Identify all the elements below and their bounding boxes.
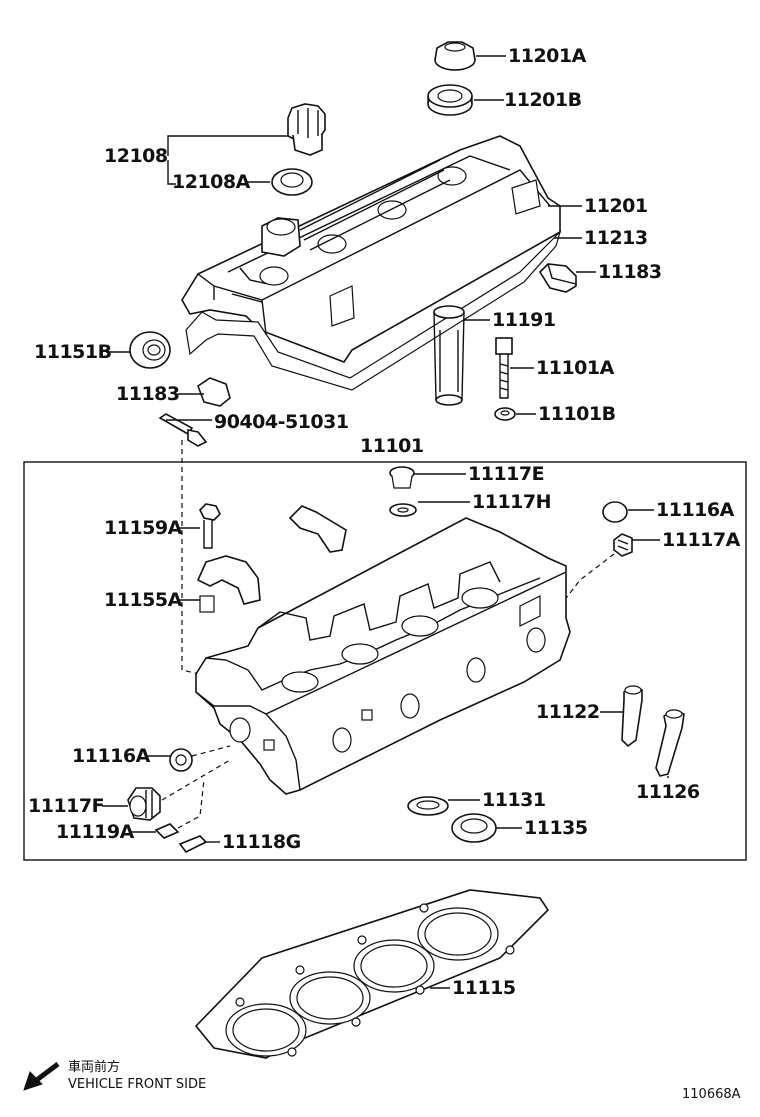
part-11201-cylinder-head-cover	[181, 135, 561, 363]
label-11131: 11131	[482, 789, 546, 811]
label-11101B: 11101B	[538, 403, 616, 425]
label-11117E: 11117E	[468, 463, 544, 485]
part-11115-head-gasket	[194, 889, 550, 1059]
label-90404-51031: 90404-51031	[214, 411, 349, 433]
label-11117H: 11117H	[472, 491, 551, 513]
label-11119A: 11119A	[56, 821, 135, 843]
part-90404-51031-sensor	[158, 413, 208, 447]
part-11116A-right-plug	[602, 501, 628, 523]
label-11183-right: 11183	[598, 261, 662, 283]
label-11122: 11122	[536, 701, 600, 723]
label-11191: 11191	[492, 309, 556, 331]
label-11116A-right: 11116A	[656, 499, 735, 521]
part-11101-cylinder-head	[195, 517, 571, 795]
part-11117F-plug	[127, 787, 161, 821]
plug-left-leader-dashed	[191, 745, 231, 757]
part-11201B-gasket	[427, 84, 473, 116]
label-11213: 11213	[584, 227, 648, 249]
label-11183-left: 11183	[116, 383, 180, 405]
arrow-down-left-icon	[23, 1062, 60, 1091]
figure-code: 110668A	[682, 1087, 741, 1102]
part-11151B-seal-ring	[129, 331, 171, 369]
part-12108A-gasket	[271, 168, 313, 196]
label-11118G: 11118G	[222, 831, 301, 853]
part-11201A-nut	[434, 41, 476, 71]
sensor-leader-dashed	[181, 440, 209, 677]
part-11126-valve-guide	[655, 709, 685, 777]
label-11115: 11115	[452, 977, 516, 999]
direction-label-jp: 車両前方	[68, 1059, 120, 1075]
label-11101A: 11101A	[536, 357, 615, 379]
label-11159A: 11159A	[104, 517, 183, 539]
part-11101B-washer	[494, 407, 516, 421]
part-11131-ring	[407, 796, 449, 816]
part-11122-valve-guide	[621, 685, 643, 748]
direction-label-en: VEHICLE FRONT SIDE	[68, 1077, 206, 1092]
plug-leader-dashed	[559, 553, 615, 607]
plug-f-leader-dashed	[161, 759, 231, 801]
part-12108-oil-filler-cap	[287, 103, 326, 156]
label-11201A: 11201A	[508, 45, 587, 67]
label-11126: 11126	[636, 781, 700, 803]
part-11117H-gasket	[389, 503, 417, 517]
part-11159A-bolt	[199, 503, 221, 549]
cylinder-head-group-frame	[23, 461, 747, 861]
part-11213-head-cover-gasket	[185, 229, 562, 391]
part-11183-left-plug	[197, 377, 231, 407]
part-11117E-plug	[389, 466, 415, 489]
leader-lines	[102, 55, 669, 989]
label-11117A: 11117A	[662, 529, 741, 551]
label-11117F: 11117F	[28, 795, 104, 817]
pin-leader-dashed	[177, 779, 205, 829]
part-11183-right-plug	[538, 263, 577, 293]
part-11116A-left-plug	[169, 748, 193, 772]
label-11151B: 11151B	[34, 341, 112, 363]
part-11191-plug-tube	[433, 305, 465, 406]
label-11201B: 11201B	[504, 89, 582, 111]
part-11155A-bearing-cap	[196, 555, 261, 613]
label-12108A: 12108A	[172, 171, 251, 193]
part-camshaft-bearing-cap	[288, 505, 347, 553]
label-11201: 11201	[584, 195, 648, 217]
part-11135-ring	[451, 813, 497, 843]
part-11101A-bolt	[495, 337, 513, 399]
label-11101: 11101	[360, 435, 424, 457]
label-12108: 12108	[104, 145, 168, 167]
label-11155A: 11155A	[104, 589, 183, 611]
label-11135: 11135	[524, 817, 588, 839]
part-11117A-plug	[613, 533, 633, 557]
part-11119A-pin	[154, 823, 180, 839]
label-11116A-left: 11116A	[72, 745, 151, 767]
part-11118G-pin	[178, 835, 208, 854]
